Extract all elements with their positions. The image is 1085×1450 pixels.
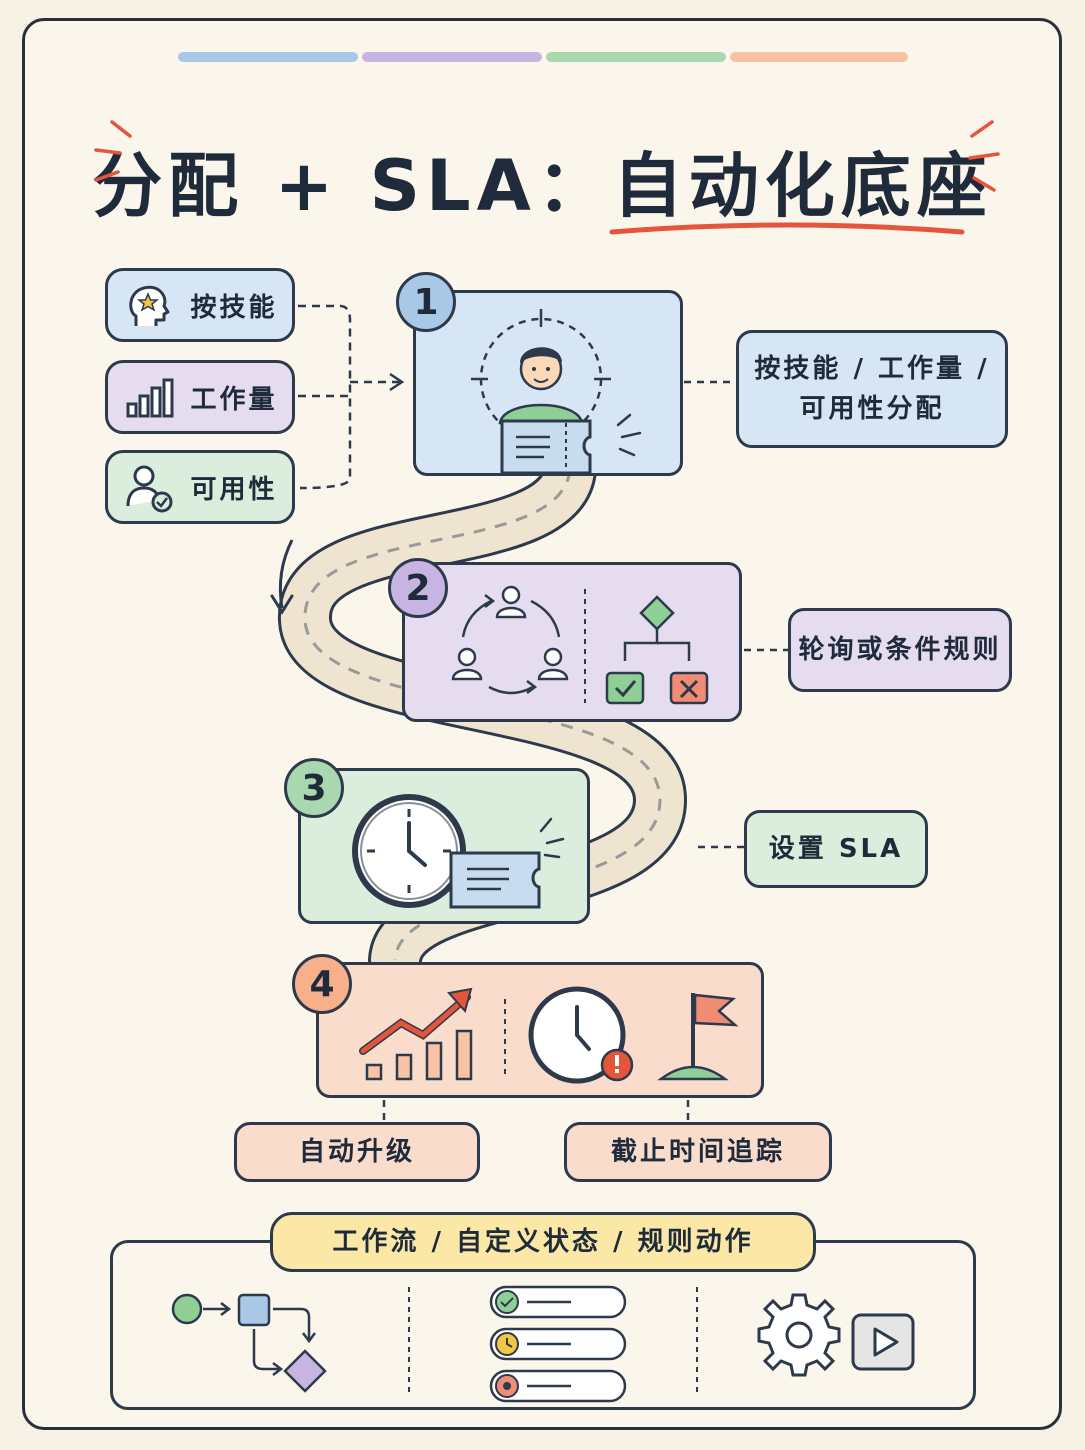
step-1-note-line1: 按技能 / 工作量 / (754, 354, 990, 384)
bar-chart-icon (126, 378, 174, 418)
trend-chart-icon (365, 1029, 473, 1081)
input-skill-pill: 按技能 (105, 268, 295, 342)
clock-ticket-icon (352, 794, 565, 909)
step-3-note: 设置 SLA (744, 810, 928, 888)
round-robin-icon (451, 585, 569, 695)
step-2-card (402, 562, 742, 722)
status-list-icon (489, 1285, 627, 1403)
workflow-label: 工作流 / 自定义状态 / 规则动作 (270, 1212, 816, 1272)
step-2-badge: 2 (388, 558, 448, 618)
input-connectors (298, 304, 400, 490)
user-check-icon (126, 465, 173, 513)
condition-rule-icon (605, 595, 709, 705)
workflow-icons (171, 1285, 915, 1403)
color-bar-purple (362, 52, 542, 62)
title-underline (609, 222, 965, 235)
ticket-icon (500, 419, 592, 475)
note-connectors (382, 380, 788, 1122)
step-1-card (413, 290, 683, 476)
step-3-badge: 3 (284, 758, 344, 818)
step-4-card (316, 962, 764, 1098)
color-bar-blue (178, 52, 358, 62)
title-accent-marks (94, 120, 1000, 192)
step-2-note: 轮询或条件规则 (788, 608, 1012, 692)
input-workload-pill: 工作量 (105, 360, 295, 434)
escalation-deadline-icon (359, 986, 739, 1084)
color-bar-orange (730, 52, 908, 62)
step-3-card (298, 768, 590, 924)
input-skill-label: 按技能 (190, 292, 278, 323)
spark-lines (616, 413, 642, 457)
page-title: 分配 + SLA：自动化底座 (92, 145, 993, 227)
step-1-note: 按技能 / 工作量 / 可用性分配 (736, 330, 1008, 448)
deadline-clock-icon (528, 986, 634, 1084)
step-1-badge: 1 (396, 272, 456, 332)
flag-icon (657, 993, 739, 1081)
road-arrow (278, 539, 294, 609)
input-availability-label: 可用性 (190, 474, 278, 505)
step-4-output-escalate: 自动升级 (234, 1122, 480, 1182)
step-4-badge: 4 (292, 954, 352, 1014)
gear-icon (757, 1293, 841, 1377)
flow-diagram-icon (171, 1293, 327, 1393)
play-icon (851, 1313, 915, 1371)
input-workload-label: 工作量 (190, 384, 278, 415)
step-1-note-line2: 可用性分配 (799, 394, 945, 424)
round-robin-rules-icon (451, 585, 709, 705)
step-4-output-deadline: 截止时间追踪 (564, 1122, 832, 1182)
head-star-icon (129, 285, 170, 326)
input-availability-pill: 可用性 (105, 450, 295, 524)
color-bar-green (546, 52, 726, 62)
